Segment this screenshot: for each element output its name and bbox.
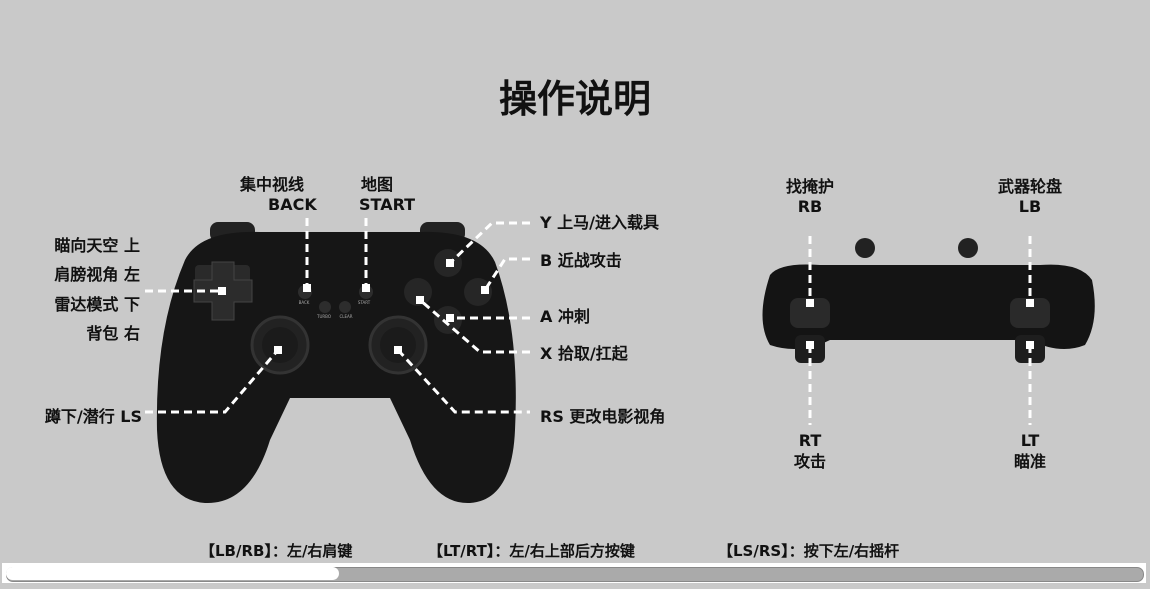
x-button-label: X 拾取/扛起 bbox=[540, 344, 628, 363]
lb-label-en: LB bbox=[1018, 197, 1042, 216]
top-controller bbox=[762, 238, 1095, 363]
back-small-label: BACK bbox=[299, 300, 310, 305]
dpad-right-label: 背包 右 bbox=[86, 324, 140, 343]
start-label-zh: 地图 bbox=[361, 175, 394, 194]
rb-label-en: RB bbox=[797, 197, 823, 216]
leader-lines bbox=[145, 218, 1032, 425]
rs-label: RS 更改电影视角 bbox=[540, 407, 666, 426]
ls-label: 蹲下/潜行 LS bbox=[44, 407, 142, 426]
back-label-en: BACK bbox=[268, 195, 317, 214]
start-small-label: START bbox=[358, 300, 371, 305]
dpad-left-label: 肩膀视角 左 bbox=[54, 265, 140, 284]
lb-label-zh: 武器轮盘 bbox=[997, 177, 1062, 196]
start-label-en: START bbox=[359, 195, 416, 214]
rt-label-en: RT bbox=[798, 431, 822, 450]
b-button-label: B 近战攻击 bbox=[540, 251, 622, 270]
footer-note-lb-rb: 【LB/RB】：左/右肩键 bbox=[200, 542, 353, 560]
footer-note-lt-rt: 【LT/RT】：左/右上部后方按键 bbox=[428, 542, 635, 560]
page-title: 操作说明 bbox=[498, 77, 651, 121]
dpad-down-label: 雷达模式 下 bbox=[54, 295, 140, 314]
front-controller: BACK START TURBO CLEAR bbox=[156, 222, 516, 504]
lt-label-zh: 瞄准 bbox=[1013, 452, 1046, 471]
rb-label-zh: 找掩护 bbox=[785, 177, 834, 196]
turbo-label: TURBO bbox=[316, 314, 331, 319]
clear-label: CLEAR bbox=[339, 314, 352, 319]
scrollbar-thumb[interactable] bbox=[6, 567, 339, 580]
a-button-label: A 冲刺 bbox=[540, 307, 590, 326]
horizontal-scrollbar[interactable] bbox=[2, 563, 1146, 583]
back-label-zh: 集中视线 bbox=[240, 175, 305, 194]
lt-label-en: LT bbox=[1020, 431, 1040, 450]
y-button-label: Y 上马/进入载具 bbox=[540, 213, 660, 232]
dpad-up-label: 瞄向天空 上 bbox=[54, 236, 140, 255]
footer-note-ls-rs: 【LS/RS】：按下左/右摇杆 bbox=[718, 542, 900, 560]
rt-label-zh: 攻击 bbox=[793, 452, 826, 471]
